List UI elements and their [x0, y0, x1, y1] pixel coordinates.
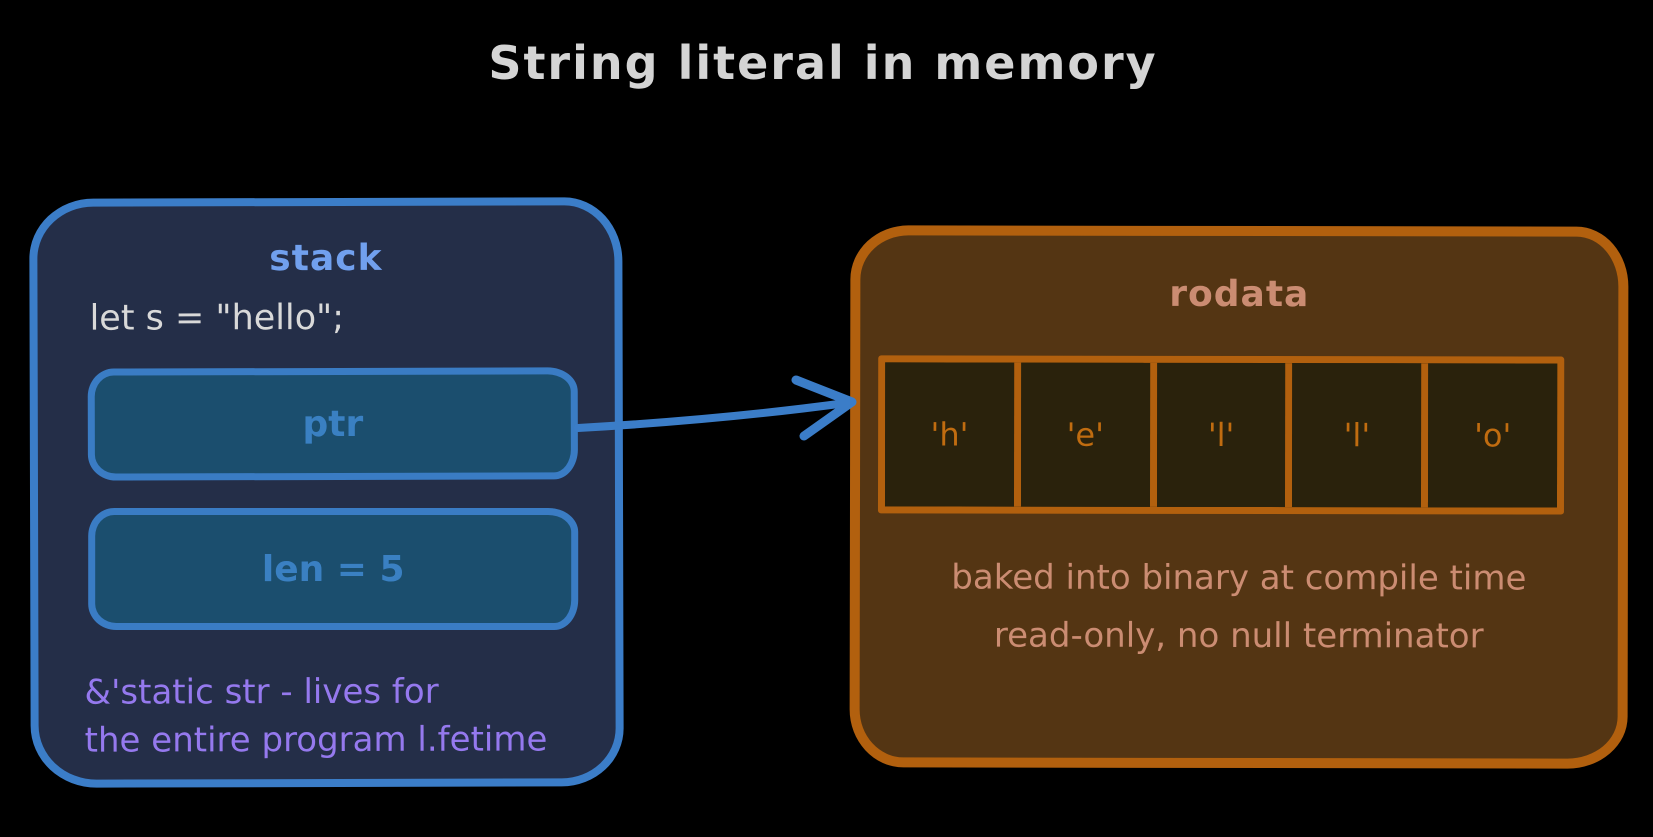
caption-line-1: baked into binary at compile time: [951, 557, 1527, 599]
len-field-label: len = 5: [261, 548, 405, 590]
rodata-box: rodata 'h' 'e' 'l' 'l' 'o' baked into bi…: [849, 225, 1629, 769]
note-line-2: the entire program l.fetime: [84, 719, 548, 761]
code-line: let s = "hello";: [89, 297, 345, 339]
cell-char-l2: 'l': [1343, 416, 1371, 455]
memory-cells: 'h' 'e' 'l' 'l' 'o': [877, 355, 1565, 515]
arrow-head: [791, 375, 857, 441]
cell-char-h: 'h': [930, 415, 969, 454]
len-field: len = 5: [88, 507, 579, 630]
memory-cell: 'e': [1020, 362, 1157, 507]
caption-line-2: read-only, no null terminator: [993, 615, 1484, 657]
static-lifetime-note: &'static str - lives for the entire prog…: [84, 667, 547, 764]
stack-label: stack: [269, 237, 383, 280]
memory-cell: 'l': [1156, 362, 1293, 508]
ptr-field-label: ptr: [302, 403, 364, 445]
cell-char-e: 'e': [1066, 415, 1104, 454]
pointer-arrow-icon: [574, 375, 857, 441]
arrow-shaft: [574, 399, 850, 432]
ptr-field: ptr: [87, 367, 578, 481]
cell-char-l1: 'l': [1207, 415, 1235, 454]
note-line-1: &'static str - lives for: [84, 671, 439, 713]
memory-cell: 'o': [1428, 363, 1558, 508]
page-title: String literal in memory: [488, 36, 1158, 90]
rodata-label: rodata: [1169, 273, 1310, 316]
stack-box: stack let s = "hello"; ptr len = 5 &'sta…: [29, 197, 624, 788]
cell-char-o: 'o': [1474, 416, 1512, 455]
memory-cell: 'l': [1292, 363, 1429, 508]
memory-cell: 'h': [884, 362, 1022, 507]
